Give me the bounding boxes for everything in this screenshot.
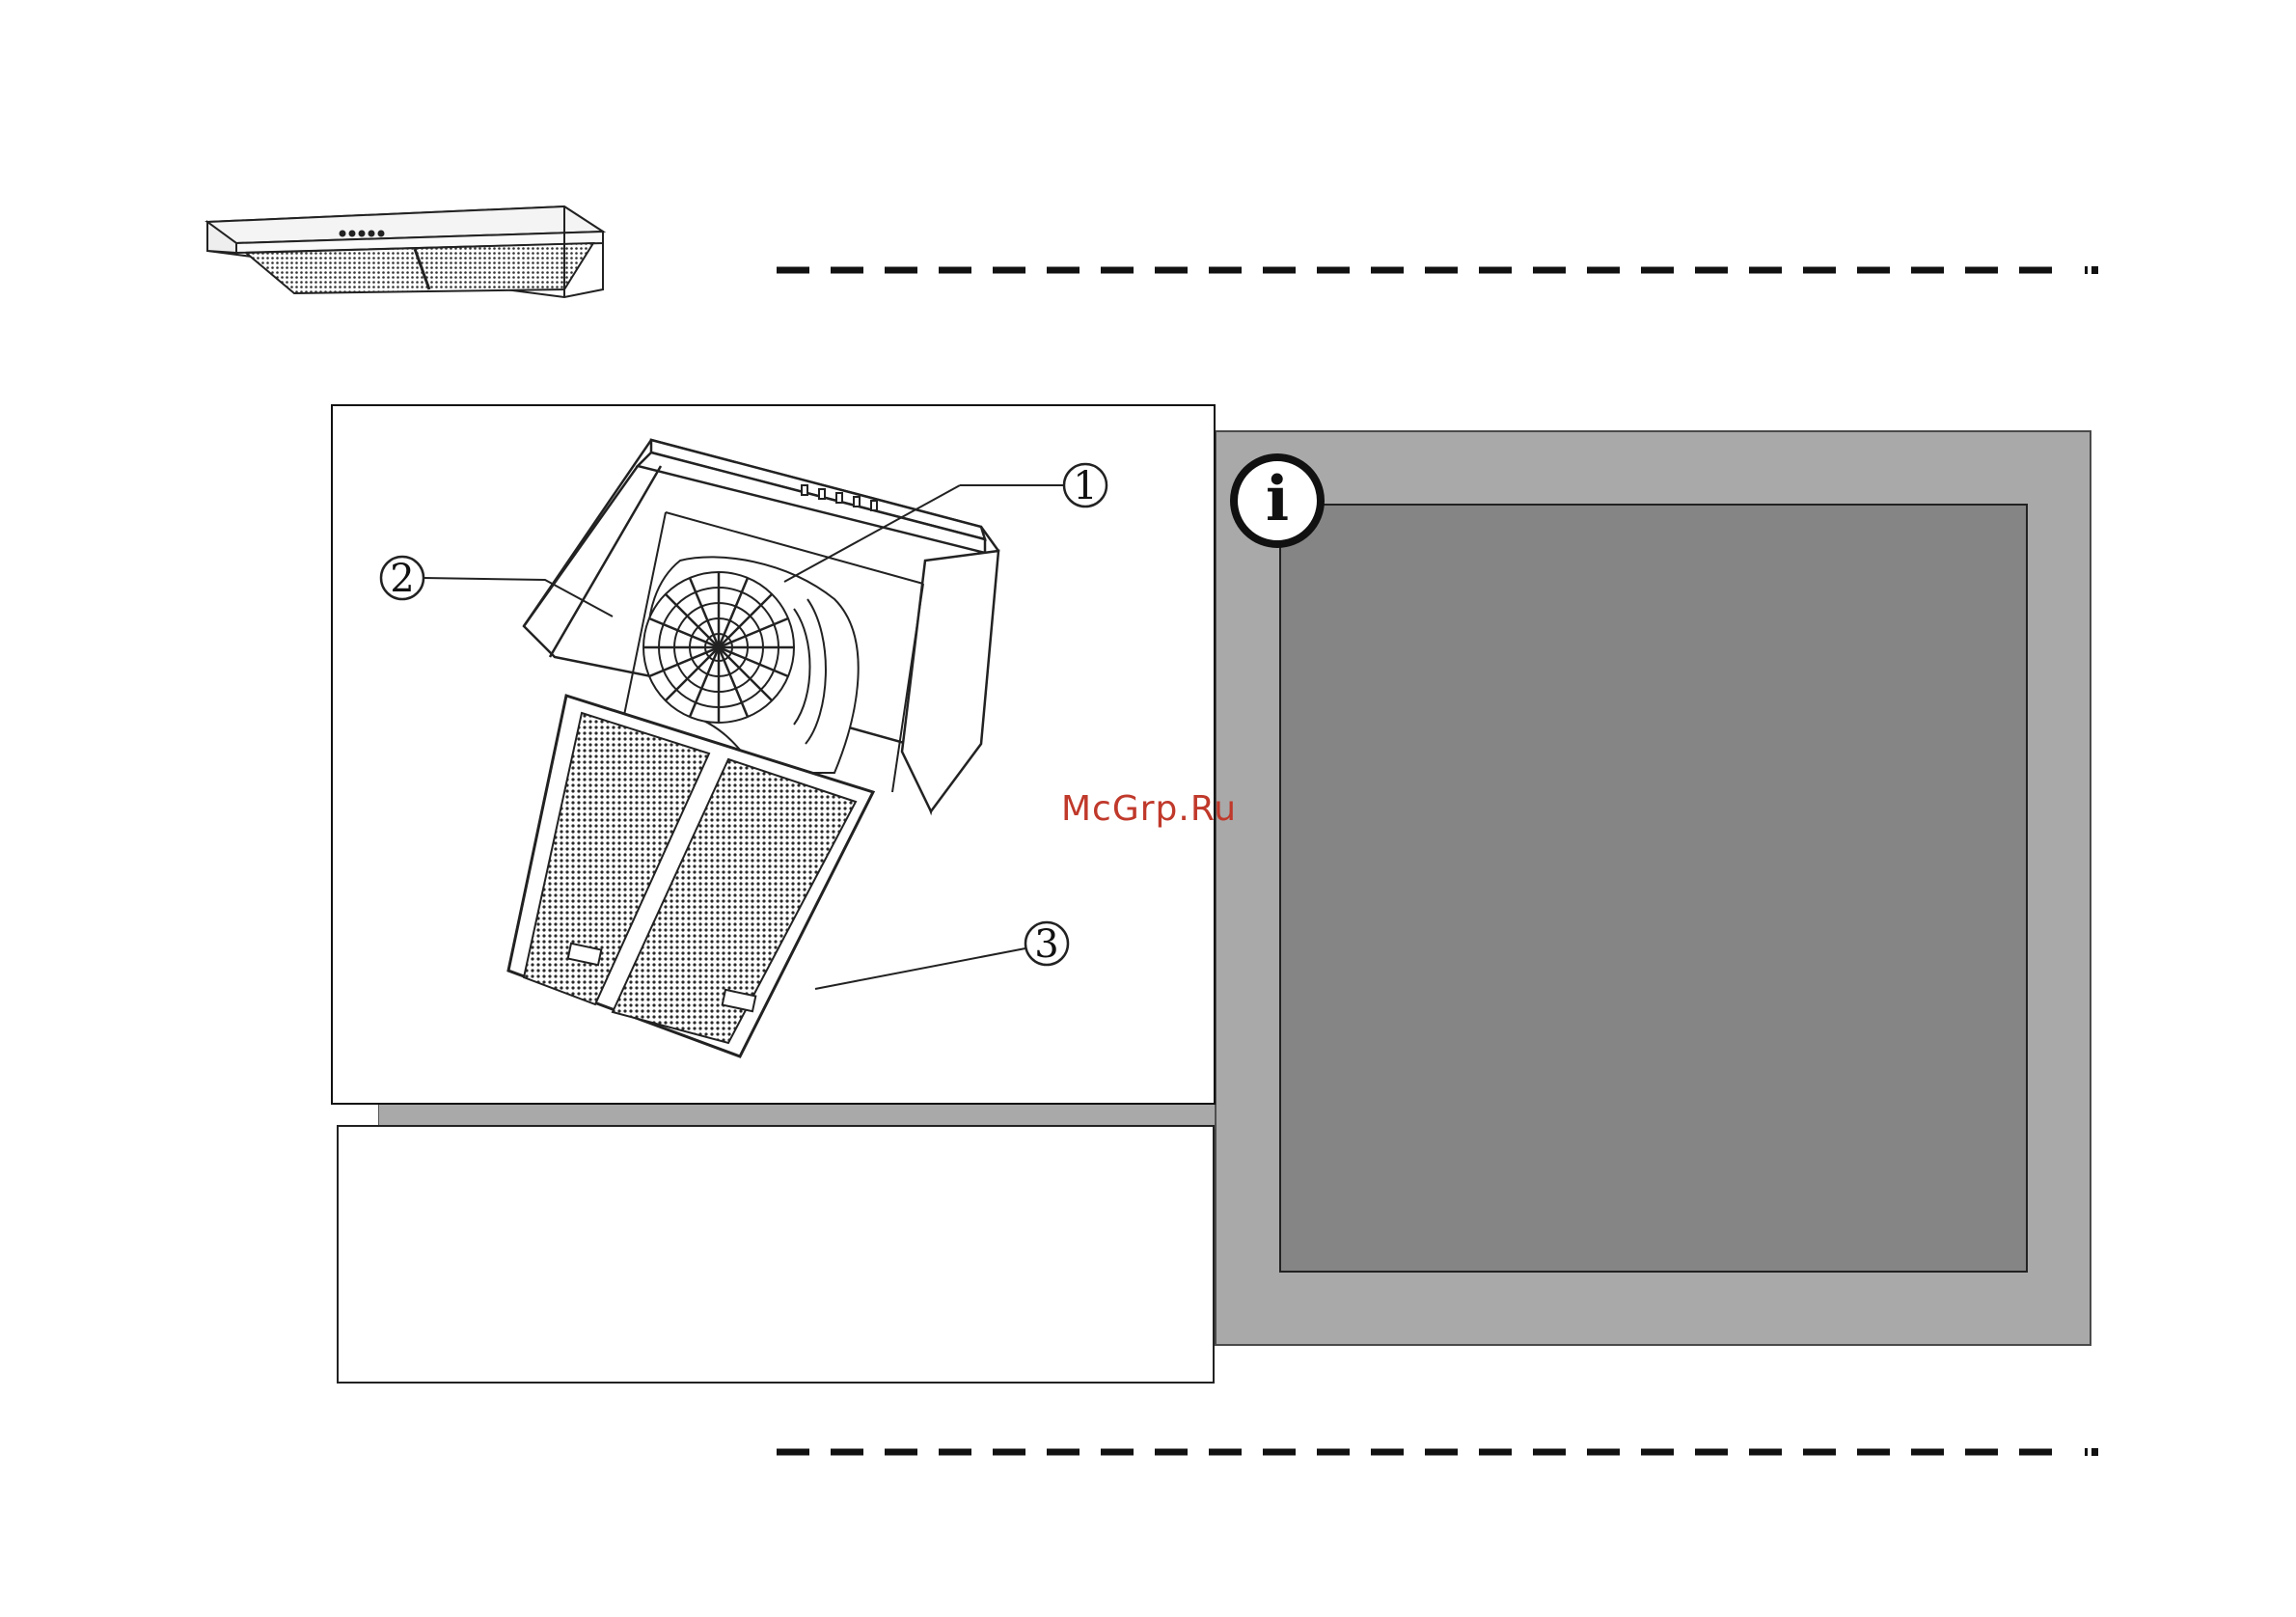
caption-box bbox=[337, 1125, 1215, 1384]
hood-exploded-illustration: 1 2 3 bbox=[331, 404, 1216, 1105]
callout-2-label: 2 bbox=[390, 557, 414, 601]
hood-body bbox=[522, 438, 1000, 816]
callout-1 bbox=[783, 484, 961, 583]
callout-3-marker: 3 bbox=[814, 920, 1070, 990]
bottom-dashed-rule bbox=[777, 1448, 2098, 1456]
info-text-area bbox=[1279, 504, 2028, 1273]
callout-2-marker: 2 bbox=[379, 555, 614, 617]
callout-1-marker: 1 bbox=[960, 462, 1108, 508]
info-icon: i bbox=[1230, 453, 1325, 548]
top-dashed-rule bbox=[777, 266, 2098, 274]
control-buttons bbox=[801, 484, 878, 511]
hood-cavity bbox=[621, 511, 924, 793]
fan-motor-unit bbox=[642, 556, 860, 774]
callout-3-label: 3 bbox=[1034, 922, 1058, 967]
grease-filter bbox=[506, 694, 876, 1058]
callout-1-label: 1 bbox=[1073, 464, 1097, 508]
illustration-shadow bbox=[378, 1100, 1216, 1129]
watermark: McGrp.Ru bbox=[1061, 789, 1238, 829]
info-icon-glyph: i bbox=[1265, 463, 1290, 535]
range-hood-thumbnail bbox=[205, 205, 607, 299]
